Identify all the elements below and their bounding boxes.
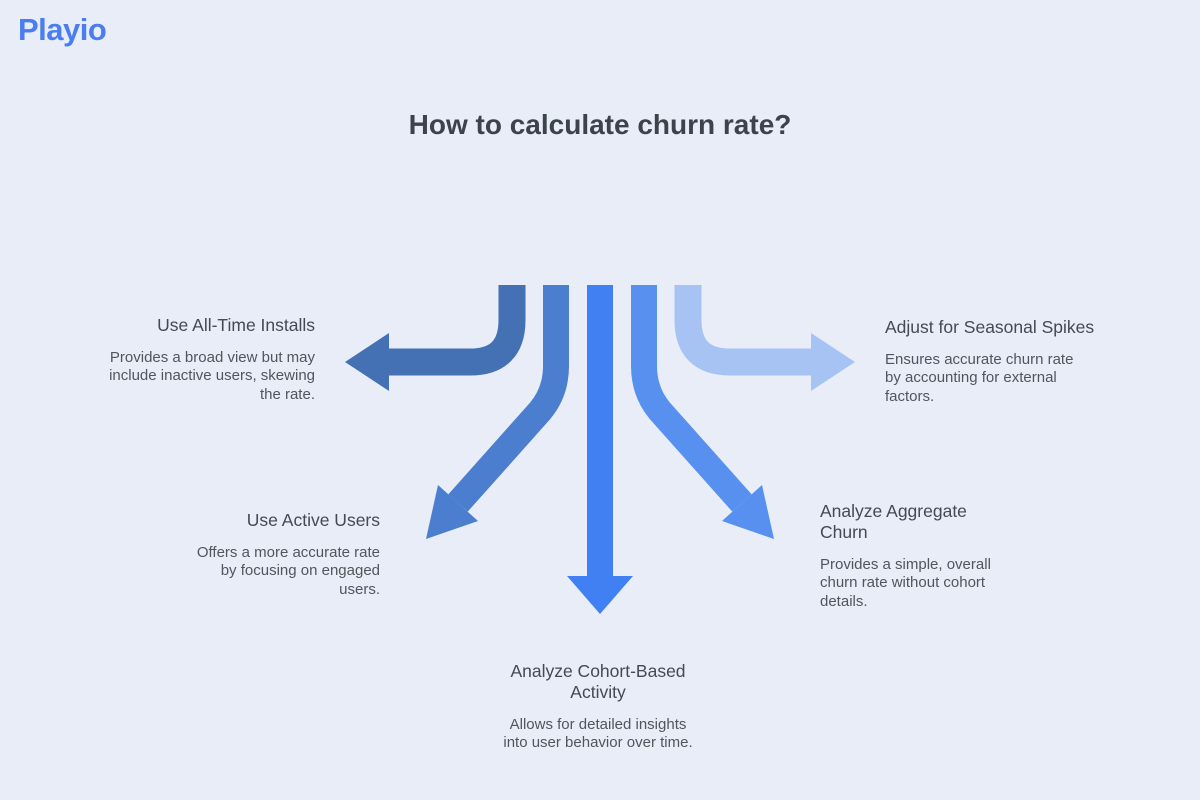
item-title: Use All-Time Installs: [157, 315, 315, 335]
item-description: Offers a more accurate rate by focusing …: [196, 544, 380, 598]
arrow-active-users-icon: [426, 285, 569, 539]
item-description: Provides a broad view but may include in…: [109, 349, 315, 403]
item-active-users: Use Active Users Offers a more accurate …: [170, 510, 380, 599]
item-title: Adjust for Seasonal Spikes: [885, 317, 1095, 337]
item-seasonal-spikes: Adjust for Seasonal Spikes Ensures accur…: [885, 317, 1120, 406]
arrow-aggregate-churn-icon: [631, 285, 774, 539]
item-cohort-based-activity: Analyze Cohort-Based Activity Allows for…: [488, 661, 708, 753]
arrow-all-time-installs-icon: [345, 285, 526, 391]
item-title: Analyze Aggregate Churn: [820, 501, 967, 542]
arrow-seasonal-spikes-icon: [674, 285, 855, 391]
item-description: Ensures accurate churn rate by accountin…: [885, 351, 1074, 405]
arrow-cohort-based-activity-icon: [567, 285, 633, 614]
item-all-time-installs: Use All-Time Installs Provides a broad v…: [85, 315, 315, 404]
playio-logo: Playio: [18, 12, 107, 47]
item-aggregate-churn: Analyze Aggregate Churn Provides a simpl…: [820, 501, 1010, 611]
item-title: Analyze Cohort-Based Activity: [510, 661, 686, 702]
page-title: How to calculate churn rate?: [408, 109, 792, 140]
item-description: Provides a simple, overall churn rate wi…: [820, 556, 991, 610]
item-title: Use Active Users: [246, 510, 380, 530]
item-description: Allows for detailed insights into user b…: [503, 716, 693, 752]
